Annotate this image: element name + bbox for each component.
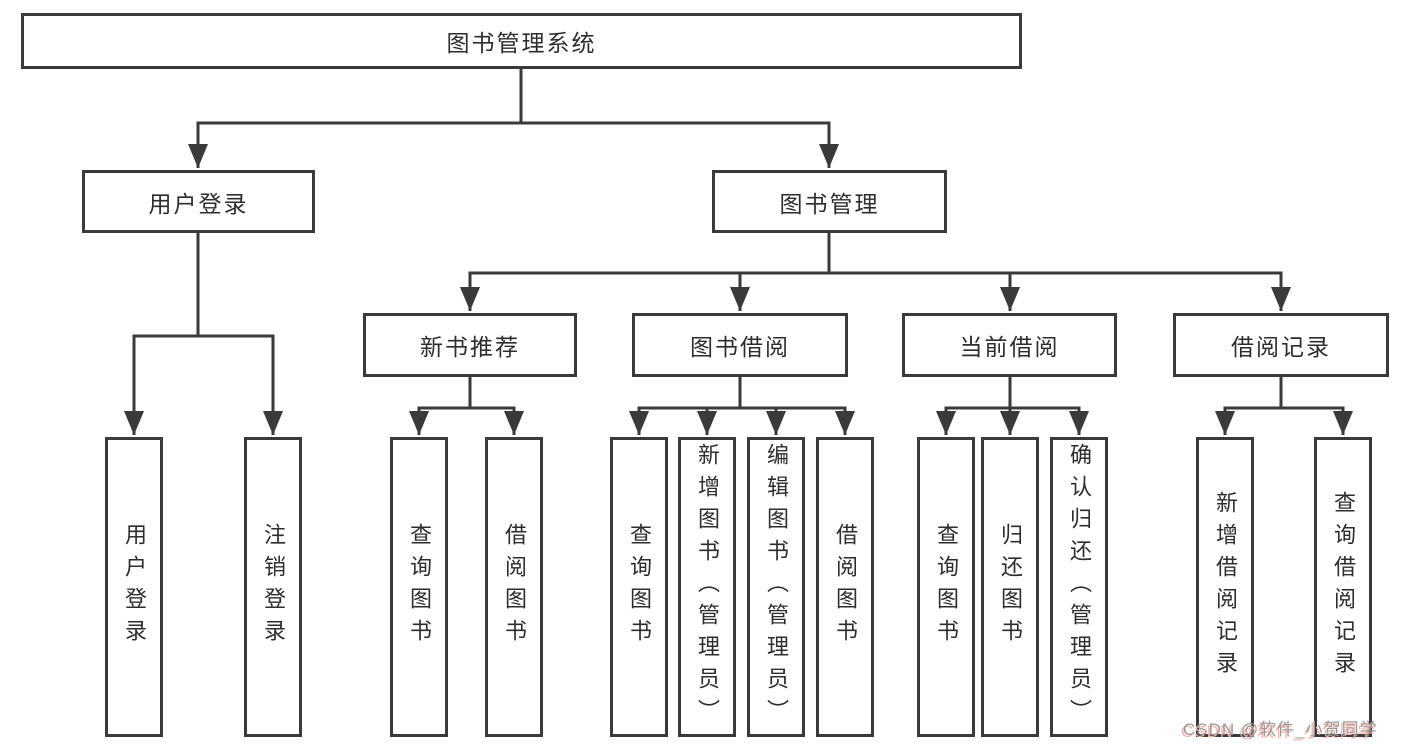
leaf-borrow-edit-book-admin-label: 编辑图书（管理员） (764, 443, 789, 731)
leaf-user-logout-label: 注销登录 (261, 523, 286, 651)
leaf-borrow-edit-book-admin: 编辑图书（管理员） (747, 437, 805, 737)
node-book-borrow: 图书借阅 (632, 313, 848, 377)
node-new-book-recommend-label: 新书推荐 (420, 334, 520, 360)
node-book-management: 图书管理 (712, 170, 947, 233)
leaf-recommend-query-book: 查询图书 (390, 437, 448, 737)
leaf-borrow-borrow-book-label: 借阅图书 (833, 523, 858, 651)
leaf-current-confirm-return-admin-label: 确认归还（管理员） (1067, 443, 1092, 731)
leaf-records-query-record: 查询借阅记录 (1314, 437, 1372, 737)
leaf-borrow-query-book-label: 查询图书 (627, 523, 652, 651)
leaf-current-return-book: 归还图书 (981, 437, 1039, 737)
leaf-borrow-query-book: 查询图书 (610, 437, 668, 737)
leaf-recommend-borrow-book-label: 借阅图书 (502, 523, 527, 651)
leaf-records-query-record-label: 查询借阅记录 (1331, 491, 1356, 683)
node-root-label: 图书管理系统 (446, 30, 597, 56)
leaf-borrow-add-book-admin: 新增图书（管理员） (678, 437, 736, 737)
node-user-login: 用户登录 (82, 170, 315, 233)
node-current-borrow-label: 当前借阅 (959, 334, 1060, 360)
node-current-borrow: 当前借阅 (902, 313, 1117, 377)
node-book-borrow-label: 图书借阅 (690, 334, 790, 360)
node-user-login-label: 用户登录 (148, 190, 249, 217)
leaf-user-login: 用户登录 (105, 437, 163, 737)
leaf-recommend-borrow-book: 借阅图书 (485, 437, 543, 737)
leaf-current-query-book: 查询图书 (917, 437, 975, 737)
leaf-records-add-record: 新增借阅记录 (1196, 437, 1254, 737)
node-borrow-records: 借阅记录 (1173, 313, 1389, 377)
leaf-user-logout: 注销登录 (244, 437, 302, 737)
leaf-current-confirm-return-admin: 确认归还（管理员） (1050, 437, 1108, 737)
node-book-management-label: 图书管理 (779, 190, 880, 217)
leaf-current-query-book-label: 查询图书 (934, 523, 959, 651)
node-new-book-recommend: 新书推荐 (363, 313, 577, 377)
csdn-watermark: CSDN @软件_小贺同学 (1183, 720, 1378, 739)
leaf-records-add-record-label: 新增借阅记录 (1213, 491, 1238, 683)
node-borrow-records-label: 借阅记录 (1231, 334, 1331, 360)
leaf-current-return-book-label: 归还图书 (998, 523, 1023, 651)
leaf-borrow-add-book-admin-label: 新增图书（管理员） (695, 443, 720, 731)
leaf-user-login-label: 用户登录 (122, 523, 147, 651)
leaf-borrow-borrow-book: 借阅图书 (816, 437, 874, 737)
node-root: 图书管理系统 (21, 13, 1022, 69)
leaf-recommend-query-book-label: 查询图书 (407, 523, 432, 651)
